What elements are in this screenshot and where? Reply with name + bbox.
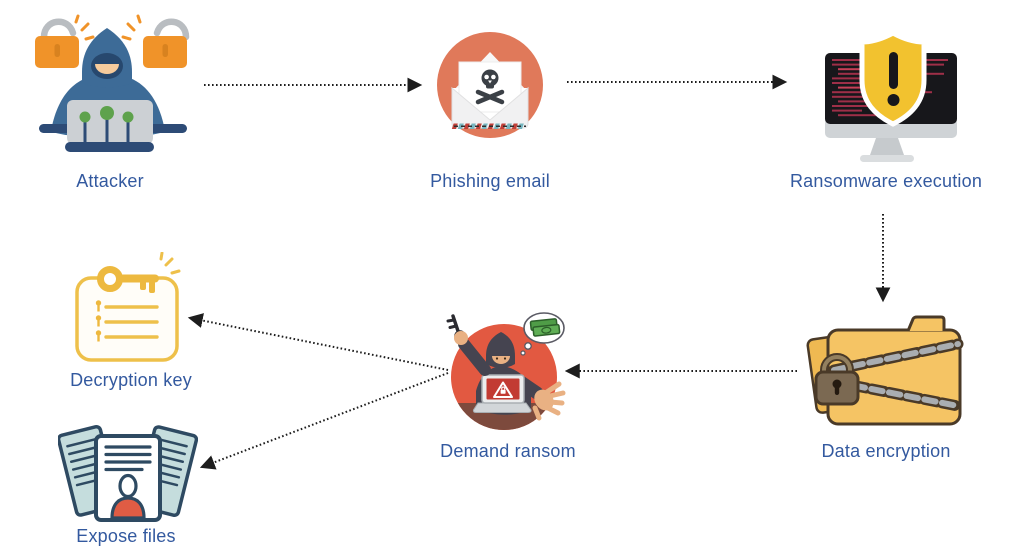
- node-label-decryption-key: Decryption key: [70, 370, 192, 390]
- node-label-ransomware-execution: Ransomware execution: [789, 171, 983, 191]
- attacker-icon: [35, 14, 190, 152]
- phishing-email-icon: [437, 32, 543, 138]
- node-label-data-encryption: Data encryption: [821, 441, 951, 461]
- node-label-phishing-email: Phishing email: [430, 171, 550, 191]
- ransomware-execution-icon: [825, 30, 957, 162]
- data-encryption-icon: [806, 315, 964, 426]
- node-label-demand-ransom: Demand ransom: [440, 441, 576, 461]
- arrow-demand-ransom-to-expose-files: [199, 372, 449, 470]
- node-label-expose-files: Expose files: [76, 526, 176, 546]
- expose-files-icon: [58, 424, 198, 522]
- demand-ransom-icon: [446, 312, 566, 430]
- node-label-attacker: Attacker: [76, 171, 144, 191]
- decryption-key-icon: [75, 252, 181, 362]
- arrow-demand-ransom-to-decryption-key: [187, 313, 449, 371]
